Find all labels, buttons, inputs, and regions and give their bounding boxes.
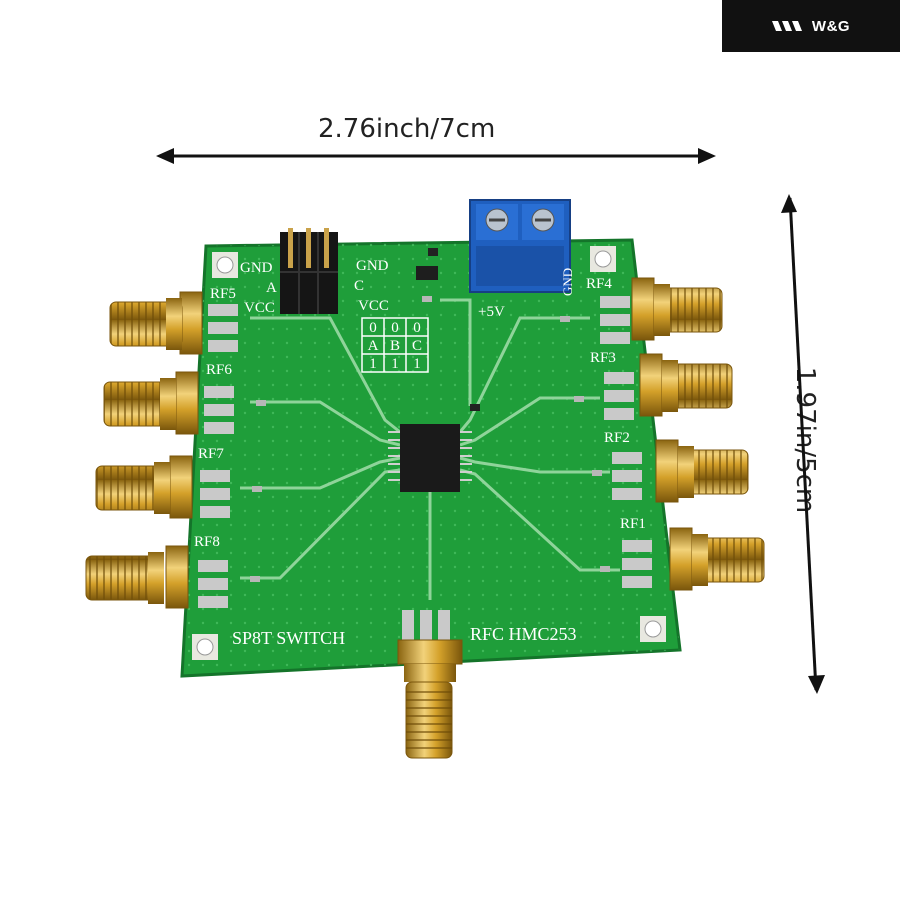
rf-traces — [240, 298, 620, 600]
rf7-label: RF7 — [198, 446, 224, 462]
sma-connector-rf6 — [103, 371, 199, 435]
sma-connector-rf3 — [639, 353, 733, 417]
rf3-label: RF3 — [590, 350, 616, 366]
hmc253-chip — [388, 424, 472, 492]
gnd-right-label: GND — [356, 258, 389, 274]
sma-connector-rf7 — [95, 455, 193, 519]
rf5-label: RF5 — [210, 286, 236, 302]
smd-components — [250, 248, 610, 582]
brand-badge: W&G — [722, 0, 900, 52]
width-arrow — [156, 148, 716, 164]
rf2-label: RF2 — [604, 430, 630, 446]
truth-table — [361, 317, 429, 373]
control-pin-header — [280, 228, 338, 314]
mounting-hole — [590, 246, 616, 272]
vcc-left-label: VCC — [244, 300, 275, 316]
terminal-gnd-label: GND — [560, 268, 575, 296]
truth-table-cell: 1 — [391, 356, 399, 372]
board-title-left: SP8T SWITCH — [232, 628, 345, 648]
brand-text: W&G — [811, 17, 851, 35]
rf4-label: RF4 — [586, 276, 612, 292]
sma-connector-rfc — [397, 639, 463, 759]
rf1-label: RF1 — [620, 516, 646, 532]
truth-table-cell: 0 — [391, 320, 399, 336]
truth-table-cell: 1 — [413, 356, 421, 372]
sma-connector-rf1 — [669, 527, 765, 591]
board-title-right: RFC HMC253 — [470, 624, 577, 644]
pcb-board: 0 0 0 A B C 1 1 1 GND A VCC GND C VCC +5… — [180, 199, 682, 678]
mounting-hole — [640, 616, 666, 642]
width-dimension-label: 2.76inch/7cm — [318, 114, 496, 144]
sma-connector-rf5 — [109, 291, 203, 355]
vcc-right-label: VCC — [358, 298, 389, 314]
rf8-label: RF8 — [194, 534, 220, 550]
height-arrow — [781, 194, 825, 694]
rf6-label: RF6 — [206, 362, 232, 378]
gnd-left-label: GND — [240, 260, 273, 276]
truth-table-cell: 0 — [413, 320, 421, 336]
sma-connector-rf4 — [631, 277, 723, 341]
pin-c-label: C — [354, 278, 364, 294]
mounting-hole — [212, 252, 238, 278]
sma-connector-rf8 — [85, 545, 189, 609]
truth-table-cell: B — [390, 338, 400, 354]
sma-connector-rf2 — [655, 439, 749, 503]
connector-pads — [198, 296, 652, 640]
truth-table-cell: 0 — [369, 320, 377, 336]
pin-a-label: A — [266, 280, 277, 296]
truth-table-cell: A — [368, 338, 379, 354]
triple-chevron-logo-icon — [771, 21, 802, 31]
power-label: +5V — [478, 304, 505, 320]
truth-table-cell: C — [412, 338, 422, 354]
truth-table-cell: 1 — [369, 356, 377, 372]
power-terminal-block — [469, 199, 571, 293]
mounting-hole — [192, 634, 218, 660]
